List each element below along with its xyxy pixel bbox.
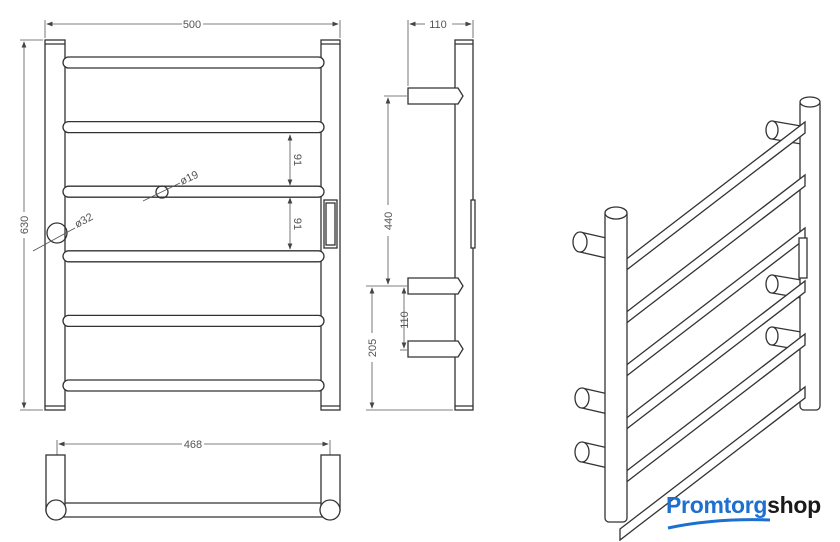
towel-bar bbox=[62, 379, 325, 392]
dim-mount-span-label: 440 bbox=[383, 212, 395, 230]
iso-left-post bbox=[604, 209, 628, 523]
left-post bbox=[44, 39, 66, 411]
iso-towel-bar bbox=[619, 385, 806, 542]
iso-control-box bbox=[798, 237, 808, 279]
towel-bar bbox=[62, 314, 325, 328]
dim-bar-diameter-label: ø19 bbox=[178, 169, 200, 188]
wall-bracket bbox=[407, 87, 464, 105]
towel-bar bbox=[62, 185, 325, 198]
wall-bracket bbox=[407, 277, 464, 295]
logo-part2: shop bbox=[767, 492, 821, 518]
wall-bracket bbox=[407, 340, 464, 358]
towel-bar bbox=[62, 250, 325, 263]
promtorgshop-logo: Promtorgshop bbox=[666, 492, 821, 530]
dim-inner-width-label: 468 bbox=[184, 439, 202, 451]
side-view: 110 440 110 205 bbox=[366, 19, 476, 411]
dim-spacing-upper-label: 91 bbox=[291, 154, 303, 166]
dim-width-label: 500 bbox=[183, 19, 201, 31]
dim-depth-label: 110 bbox=[429, 19, 447, 31]
towel-bar bbox=[62, 120, 325, 134]
bottom-view: 468 bbox=[45, 439, 341, 521]
logo-part1: Promtorg bbox=[666, 492, 768, 518]
towel-bar bbox=[62, 56, 325, 69]
control-box bbox=[323, 199, 338, 249]
dim-lower-spacing-label: 110 bbox=[399, 311, 411, 329]
dim-bottom-mount-label: 205 bbox=[367, 339, 379, 357]
logo-swoosh bbox=[667, 518, 771, 530]
dim-height-label: 630 bbox=[19, 216, 31, 234]
dim-spacing-lower-label: 91 bbox=[291, 218, 303, 230]
dim-post-diameter-label: ø32 bbox=[73, 211, 95, 231]
front-view: 500 630 91 91 ø19 ø32 bbox=[19, 19, 341, 411]
isometric-view bbox=[572, 96, 821, 542]
